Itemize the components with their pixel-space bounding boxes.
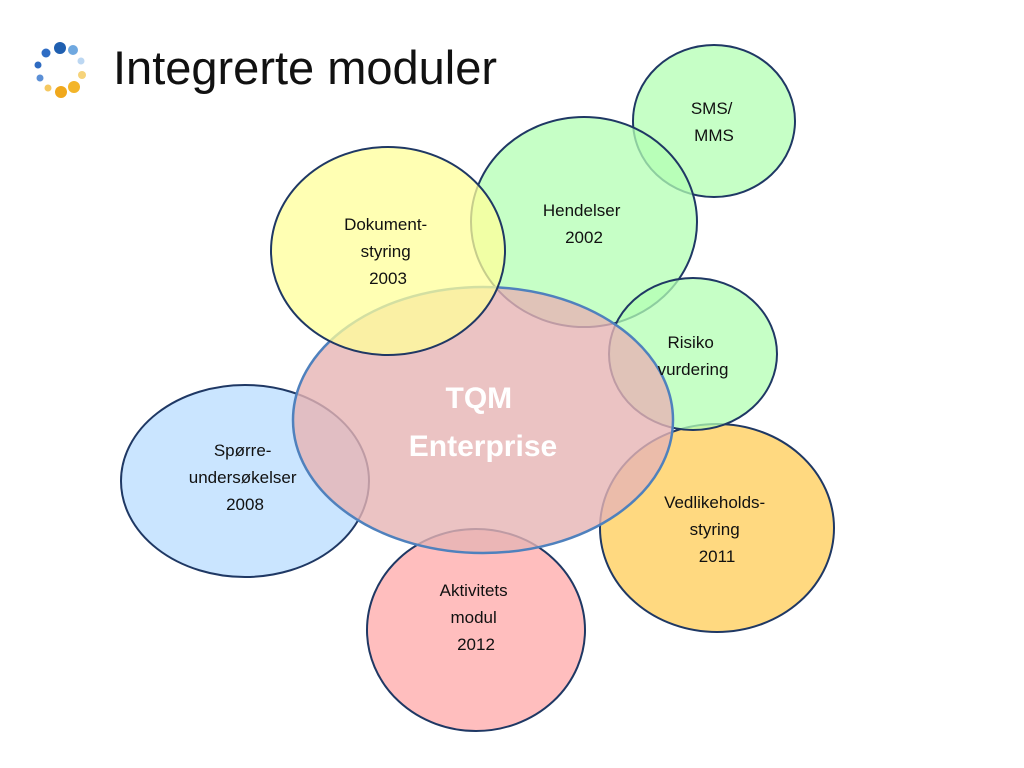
slide-title: Integrerte moduler	[113, 41, 498, 94]
logo-dot	[34, 61, 42, 69]
label-line: 2008	[226, 495, 264, 514]
label-line: 2002	[565, 228, 603, 247]
logo-dot	[41, 48, 51, 58]
circle-aktivitetsmodul	[366, 528, 586, 732]
label-line: 2003	[369, 269, 407, 288]
logo-dot	[36, 74, 44, 82]
logo-dot	[68, 45, 78, 55]
circles-layer	[120, 44, 835, 732]
logo-dot	[78, 71, 86, 79]
label-sporreundersokelser: Spørre- undersøkelser 2008	[189, 441, 301, 514]
label-hendelser: Hendelser 2002	[543, 201, 625, 247]
logo-dot	[68, 81, 80, 93]
label-line: Aktivitets	[440, 581, 508, 600]
center-label-line: Enterprise	[409, 430, 557, 463]
label-risikovurdering: Risiko vurdering	[658, 333, 729, 379]
label-line: 2012	[457, 635, 495, 654]
label-dokumentstyring: Dokument- styring 2003	[344, 215, 432, 288]
center-label-line: TQM	[446, 382, 513, 415]
label-line: styring	[361, 242, 411, 261]
label-line: Risiko	[667, 333, 713, 352]
label-line: vurdering	[658, 360, 729, 379]
label-line: styring	[690, 520, 740, 539]
label-vedlikeholdsstyring: Vedlikeholds- styring 2011	[664, 493, 770, 566]
label-sms-mms: SMS/ MMS	[691, 99, 737, 145]
label-line: Vedlikeholds-	[664, 493, 765, 512]
label-aktivitetsmodul: Aktivitets modul 2012	[440, 581, 513, 654]
label-line: Dokument-	[344, 215, 427, 234]
labels-layer: TQM Enterprise Dokument- styring 2003 He…	[189, 99, 770, 654]
logo-dot	[44, 84, 52, 92]
logo-dot	[77, 57, 85, 65]
logo-dot	[55, 86, 67, 98]
label-line: SMS/	[691, 99, 733, 118]
label-line: modul	[450, 608, 496, 627]
dotted-ring-logo-icon	[34, 42, 86, 98]
label-line: MMS	[694, 126, 734, 145]
logo-dot	[54, 42, 66, 54]
label-line: Hendelser	[543, 201, 621, 220]
center-label: TQM Enterprise	[409, 382, 557, 463]
label-line: 2011	[699, 547, 736, 566]
circle-dokumentstyring	[270, 146, 506, 356]
label-line: Spørre-	[214, 441, 272, 460]
label-line: undersøkelser	[189, 468, 297, 487]
